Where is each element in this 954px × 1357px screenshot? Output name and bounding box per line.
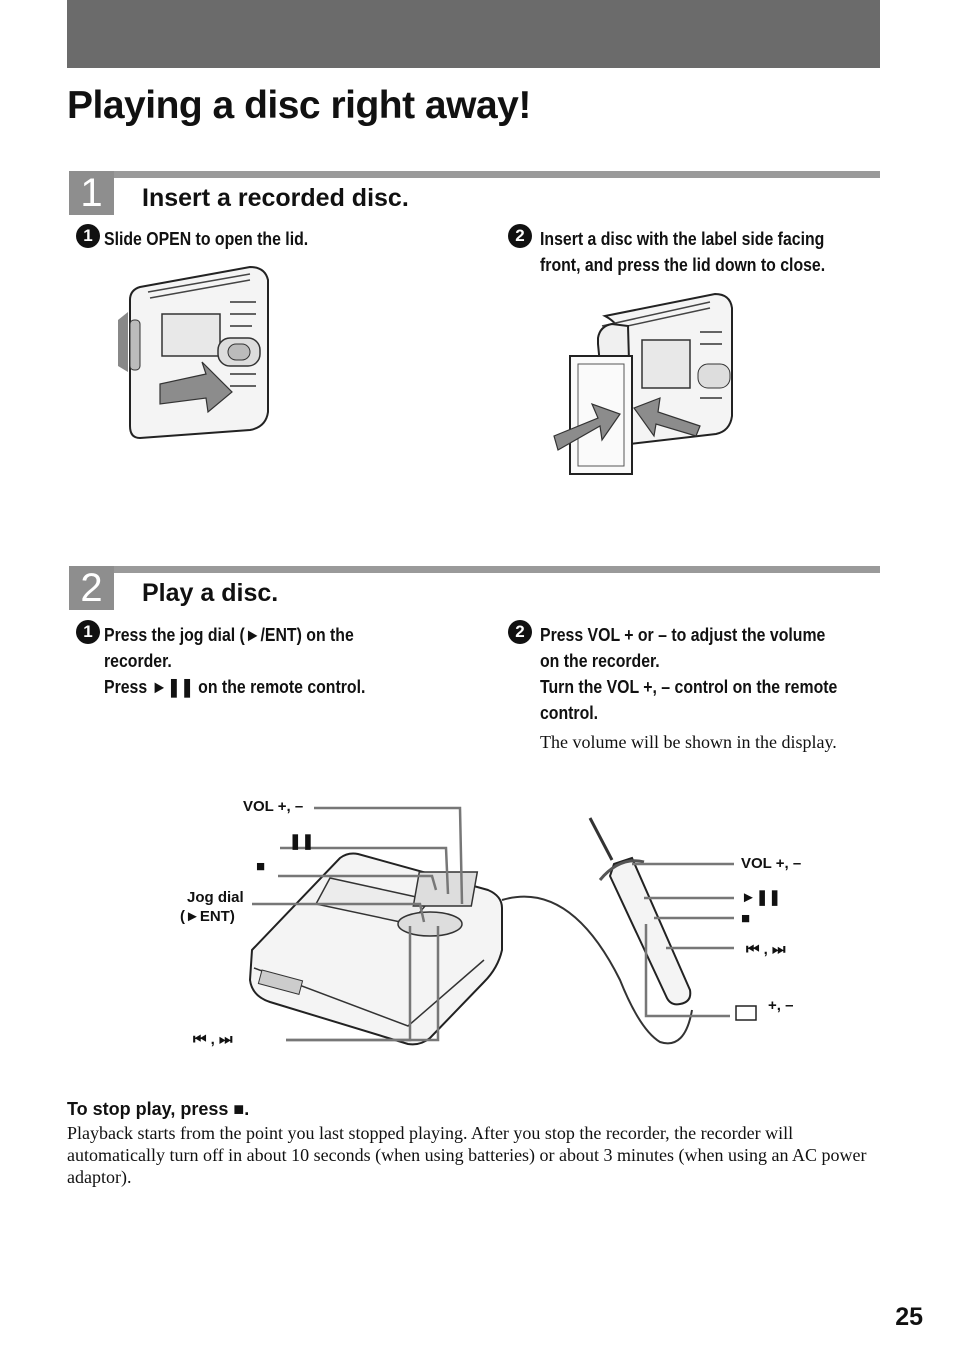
section-2-heading: Play a disc. — [142, 579, 279, 607]
step-1-2-text: Insert a disc with the label side facing… — [540, 229, 826, 275]
recorder-pause-label: ❚❚ — [289, 833, 315, 850]
remote-play-pause-label: ►❚❚ — [741, 889, 781, 906]
step-2-1-number: 1 — [76, 620, 100, 644]
remote-skip-label: ⏮ , ⏭ — [746, 941, 786, 958]
recorder-skip-label: ⏮ , ⏭ — [193, 1031, 233, 1048]
remote-stop-label: ■ — [741, 910, 751, 927]
step-2-2-note: The volume will be shown in the display. — [540, 732, 837, 752]
remote-vol-label: VOL +, – — [741, 855, 802, 872]
step-2-1-text: Press the jog dial (►/ENT) on the record… — [104, 625, 366, 697]
page-number: 25 — [895, 1303, 923, 1331]
step-1-1-number: 1 — [76, 224, 100, 248]
header-bar — [67, 0, 880, 68]
recorder-jog-label: Jog dial — [187, 889, 244, 906]
stop-heading: To stop play, press ■. — [67, 1099, 250, 1119]
step-1-2-number: 2 — [508, 224, 532, 248]
step-2-2-number: 2 — [508, 620, 532, 644]
remote-group-label: +, – — [768, 997, 794, 1014]
insert-disc-illustration — [553, 292, 733, 475]
section-1-number: 1 — [69, 171, 114, 215]
section-2-number: 2 — [69, 566, 114, 610]
step-1-1-text: Slide OPEN to open the lid. — [104, 229, 309, 249]
page-title: Playing a disc right away! — [67, 84, 531, 127]
stop-text: Playback starts from the point you last … — [67, 1123, 867, 1187]
section-2-rule — [114, 566, 880, 573]
open-lid-illustration — [118, 265, 269, 440]
recorder-jog-ent-label: (►ENT) — [180, 908, 235, 925]
section-1-heading: Insert a recorded disc. — [142, 184, 409, 212]
section-1-rule — [114, 171, 880, 178]
recorder-stop-label: ■ — [256, 858, 266, 875]
step-2-2-text: Press VOL + or – to adjust the volume on… — [540, 625, 838, 723]
recorder-vol-label: VOL +, – — [243, 798, 304, 815]
controls-diagram — [248, 806, 757, 1046]
